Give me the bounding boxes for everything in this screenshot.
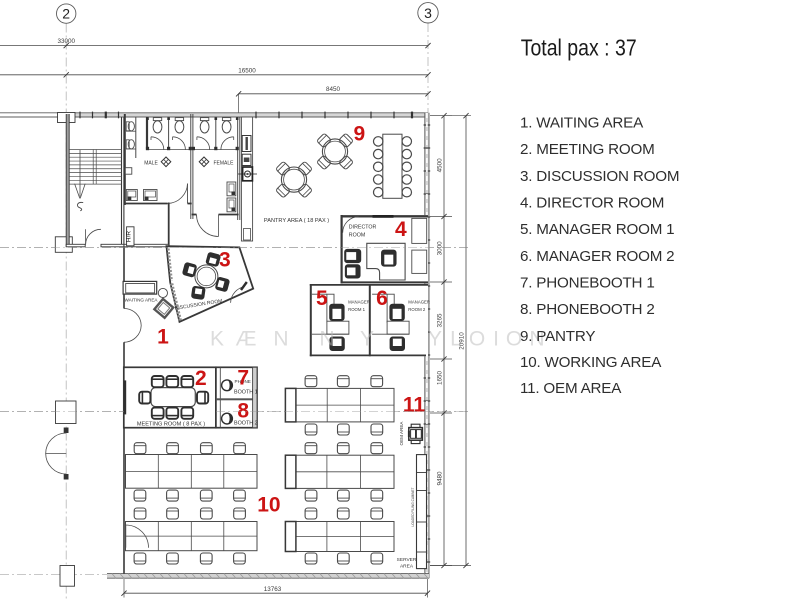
svg-text:10: 10 — [257, 494, 280, 517]
svg-text:Y: Y — [428, 328, 442, 351]
svg-text:PHONE: PHONE — [235, 379, 251, 384]
svg-text:9: 9 — [353, 123, 365, 146]
svg-text:7: 7 — [237, 367, 249, 390]
svg-text:4: 4 — [395, 218, 407, 241]
svg-text:I: I — [493, 328, 499, 351]
svg-text:MANAGER: MANAGER — [348, 300, 370, 305]
svg-text:Y: Y — [360, 328, 374, 351]
svg-text:6: 6 — [376, 287, 388, 310]
svg-text:3. DISCUSSION ROOM: 3. DISCUSSION ROOM — [520, 168, 679, 185]
svg-text:4. DIRECTOR ROOM: 4. DIRECTOR ROOM — [520, 195, 664, 212]
svg-text:SERVER: SERVER — [397, 557, 417, 563]
svg-text:2: 2 — [62, 6, 70, 22]
svg-text:O: O — [506, 328, 522, 351]
svg-text:AREA: AREA — [400, 564, 414, 570]
svg-text:Æ: Æ — [236, 328, 257, 351]
svg-text:16500: 16500 — [238, 67, 256, 74]
svg-text:8450: 8450 — [326, 86, 341, 93]
svg-text:5. MANAGER ROOM 1: 5. MANAGER ROOM 1 — [520, 221, 674, 238]
svg-text:N: N — [273, 328, 288, 351]
svg-text:9480: 9480 — [437, 471, 444, 486]
svg-text:1: 1 — [157, 326, 169, 349]
svg-text:O: O — [469, 328, 485, 351]
svg-text:BOOTH 1: BOOTH 1 — [234, 390, 258, 396]
svg-text:BOOTH 2: BOOTH 2 — [234, 421, 258, 427]
svg-text:2. MEETING ROOM: 2. MEETING ROOM — [520, 141, 655, 158]
svg-text:4500: 4500 — [437, 158, 444, 173]
svg-text:MEETING ROOM ( 8 PAX ): MEETING ROOM ( 8 PAX ) — [137, 421, 205, 427]
svg-text:ROOM 2: ROOM 2 — [408, 307, 426, 312]
svg-text:ROOM: ROOM — [349, 233, 365, 239]
svg-text:7. PHONEBOOTH 1: 7. PHONEBOOTH 1 — [520, 275, 655, 292]
svg-text:3000: 3000 — [437, 241, 444, 256]
svg-text:2: 2 — [195, 367, 207, 390]
svg-text:9. PANTRY: 9. PANTRY — [520, 328, 595, 345]
svg-text:3265: 3265 — [437, 313, 444, 328]
svg-text:13763: 13763 — [264, 586, 282, 593]
svg-text:11: 11 — [403, 394, 426, 417]
svg-text:LOADED FILING CABINET: LOADED FILING CABINET — [411, 487, 415, 526]
svg-text:WAITING AREA: WAITING AREA — [124, 298, 158, 303]
svg-text:33000: 33000 — [57, 38, 75, 45]
svg-text:MANAGER: MANAGER — [408, 300, 430, 305]
svg-text:8. PHONEBOOTH 2: 8. PHONEBOOTH 2 — [520, 301, 655, 318]
svg-text:5: 5 — [316, 287, 328, 310]
svg-text:FEMALE: FEMALE — [213, 161, 234, 167]
svg-text:L: L — [450, 328, 462, 351]
svg-text:1650: 1650 — [437, 371, 444, 386]
svg-text:PANTRY AREA ( 18 PAX ): PANTRY AREA ( 18 PAX ) — [264, 218, 329, 224]
svg-text:8: 8 — [237, 399, 249, 422]
svg-text:ROOM 1: ROOM 1 — [348, 307, 366, 312]
svg-text:K: K — [210, 328, 224, 351]
svg-text:N: N — [319, 328, 334, 351]
svg-text:11. OEM AREA: 11. OEM AREA — [520, 380, 622, 397]
svg-text:20910: 20910 — [459, 332, 466, 350]
svg-text:3: 3 — [219, 249, 231, 272]
svg-text:OEM AREA: OEM AREA — [399, 421, 404, 446]
svg-text:3: 3 — [424, 5, 432, 21]
svg-text:N: N — [529, 328, 544, 351]
svg-text:MALE: MALE — [144, 161, 158, 167]
svg-text:H/R: H/R — [126, 231, 133, 243]
svg-text:10. WORKING AREA: 10. WORKING AREA — [520, 354, 662, 371]
svg-text:6. MANAGER ROOM 2: 6. MANAGER ROOM 2 — [520, 248, 674, 265]
svg-text:DIRECTOR: DIRECTOR — [349, 225, 377, 231]
svg-text:Total pax : 37: Total pax : 37 — [521, 35, 637, 61]
svg-text:1. WAITING AREA: 1. WAITING AREA — [520, 115, 644, 132]
